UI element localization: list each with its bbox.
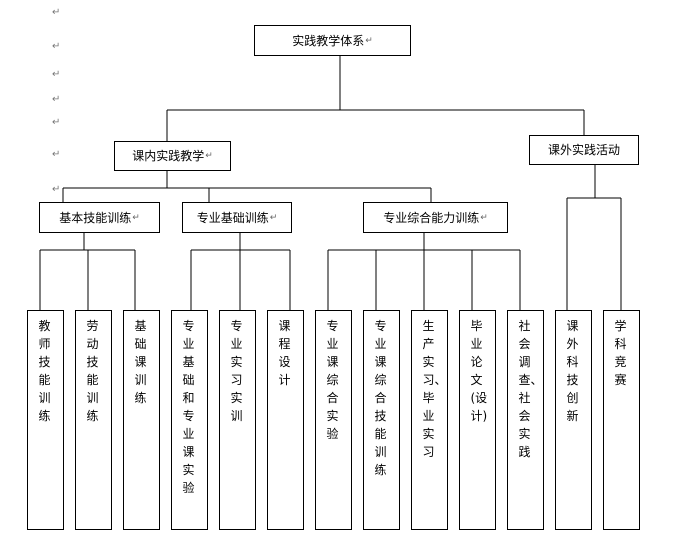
paragraph-mark: ↵ xyxy=(52,69,61,80)
leaf-production-practice: 生产实习、毕业实习 xyxy=(411,310,448,530)
return-mark: ↵ xyxy=(132,212,140,223)
paragraph-mark: ↵ xyxy=(52,184,61,195)
paragraph-mark: ↵ xyxy=(52,117,61,128)
leaf-comp-experiment-label: 专业课综合实验 xyxy=(326,319,339,441)
leaf-competition-label: 学科竞赛 xyxy=(614,319,627,387)
paragraph-mark: ↵ xyxy=(52,149,61,160)
root-label: 实践教学体系 xyxy=(292,33,365,48)
paragraph-mark: ↵ xyxy=(52,41,61,52)
root-node: 实践教学体系↵ xyxy=(254,25,411,56)
leaf-labor-skill: 劳动技能训练 xyxy=(75,310,112,530)
leaf-basic-course-label: 基础课训练 xyxy=(134,319,147,405)
leaf-prof-experiment-label: 专业基础和专业课实验 xyxy=(182,319,195,495)
leaf-teacher-skill-label: 教师技能训练 xyxy=(38,319,51,423)
outer-activities-node: 课外实践活动 xyxy=(529,135,639,165)
leaf-course-design-label: 课程设计 xyxy=(278,319,291,387)
return-mark: ↵ xyxy=(205,151,213,161)
leaf-labor-skill-label: 劳动技能训练 xyxy=(86,319,99,423)
professional-basic-group-node: 专业基础训练↵ xyxy=(182,202,292,233)
leaf-thesis-label: 毕业论文(设计) xyxy=(470,319,488,423)
basic-skill-group-label: 基本技能训练 xyxy=(59,210,132,225)
leaf-course-design: 课程设计 xyxy=(267,310,304,530)
leaf-prof-experiment: 专业基础和专业课实验 xyxy=(171,310,208,530)
leaf-comp-skill: 专业课综合技能训练 xyxy=(363,310,400,530)
leaf-social-survey: 社会调查、社会实践 xyxy=(507,310,544,530)
leaf-comp-skill-label: 专业课综合技能训练 xyxy=(374,319,387,477)
leaf-basic-course: 基础课训练 xyxy=(123,310,160,530)
leaf-innovation: 课外科技创新 xyxy=(555,310,592,530)
return-mark: ↵ xyxy=(480,212,488,223)
comprehensive-group-node: 专业综合能力训练↵ xyxy=(363,202,508,233)
leaf-innovation-label: 课外科技创新 xyxy=(566,319,579,423)
leaf-social-survey-label: 社会调查、社会实践 xyxy=(518,319,543,459)
leaf-thesis: 毕业论文(设计) xyxy=(459,310,496,530)
inner-practice-label: 课内实践教学 xyxy=(132,149,205,163)
professional-basic-group-label: 专业基础训练 xyxy=(196,210,269,225)
leaf-teacher-skill: 教师技能训练 xyxy=(27,310,64,530)
leaf-prof-practice-label: 专业实习实训 xyxy=(230,319,243,423)
outer-activities-label: 课外实践活动 xyxy=(547,143,620,157)
paragraph-mark: ↵ xyxy=(52,7,61,18)
return-mark: ↵ xyxy=(365,35,373,46)
basic-skill-group-node: 基本技能训练↵ xyxy=(39,202,160,233)
comprehensive-group-label: 专业综合能力训练 xyxy=(383,210,480,225)
leaf-comp-experiment: 专业课综合实验 xyxy=(315,310,352,530)
inner-practice-node: 课内实践教学↵ xyxy=(114,141,231,171)
leaf-competition: 学科竞赛 xyxy=(603,310,640,530)
leaf-prof-practice: 专业实习实训 xyxy=(219,310,256,530)
return-mark: ↵ xyxy=(269,212,278,223)
leaf-production-practice-label: 生产实习、毕业实习 xyxy=(422,319,447,459)
paragraph-mark: ↵ xyxy=(52,94,61,105)
